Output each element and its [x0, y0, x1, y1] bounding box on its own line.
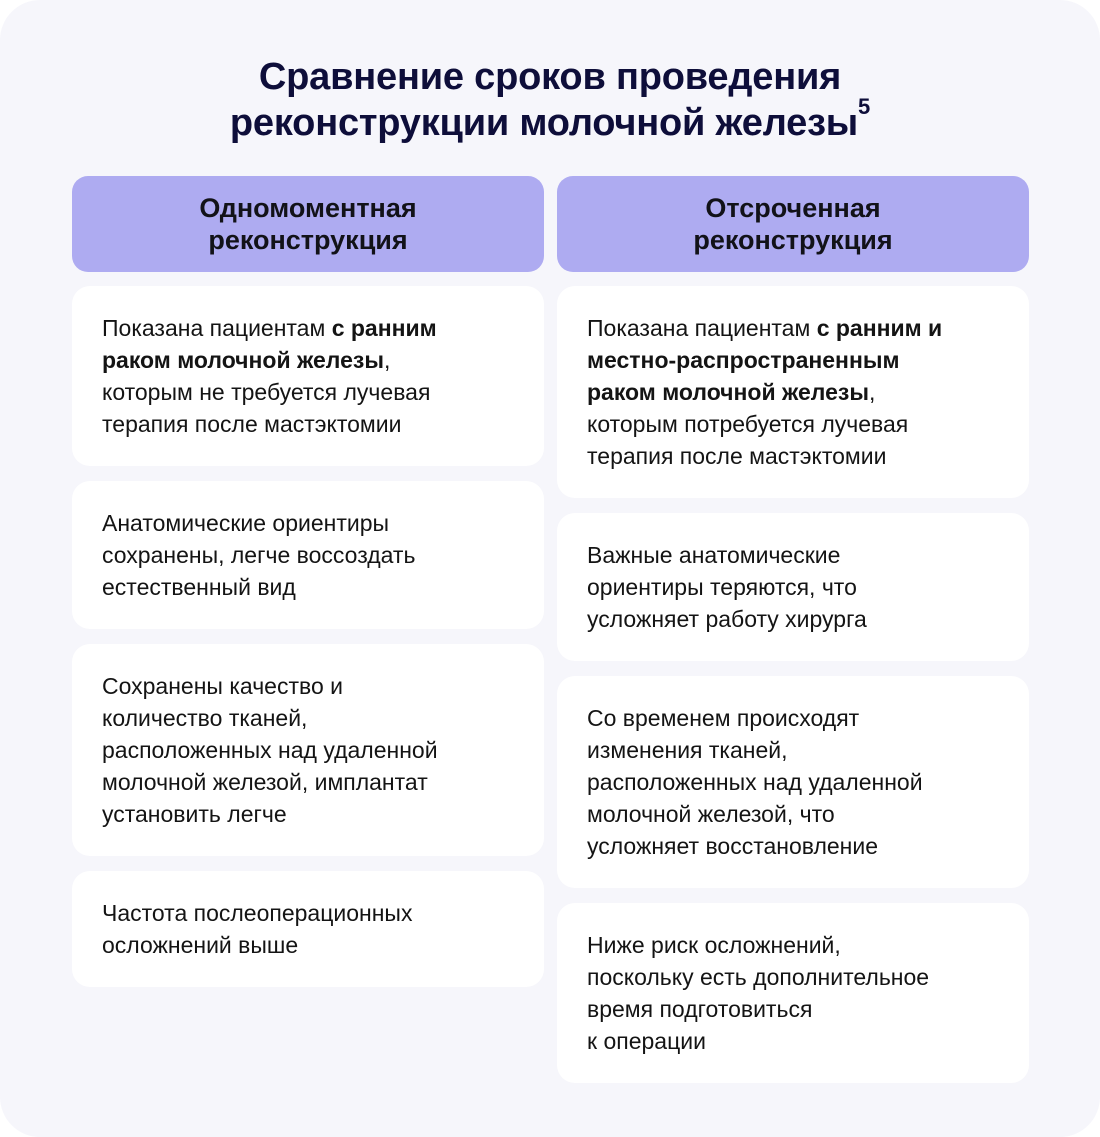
card-delayed-complications: Ниже риск осложнений, поскольку есть доп…: [557, 903, 1029, 1083]
card-text: , которым не требуется лучевая терапия п…: [102, 347, 431, 437]
card-text: Показана пациентам: [102, 315, 332, 341]
card-text: , которым потребуется лучевая терапия по…: [587, 379, 909, 469]
column-header-label: Отсроченная реконструкция: [693, 193, 893, 255]
card-text: Сохранены качество и количество тканей, …: [102, 673, 438, 827]
column-header-label: Одномоментная реконструкция: [199, 193, 417, 255]
card-text: Показана пациентам: [587, 315, 817, 341]
card-immediate-tissue: Сохранены качество и количество тканей, …: [72, 644, 544, 856]
card-text: Ниже риск осложнений, поскольку есть доп…: [587, 932, 930, 1054]
card-delayed-tissue: Со временем происходят изменения тканей,…: [557, 676, 1029, 888]
title-line-2: реконструкции молочной железы5: [229, 94, 871, 145]
card-text-bold: с ранним раком молочной железы: [102, 315, 437, 373]
card-immediate-complications: Частота послеоперационных осложнений выш…: [72, 871, 544, 987]
card-immediate-indication: Показана пациентам с ранним раком молочн…: [72, 286, 544, 466]
card-text: Анатомические ориентиры сохранены, легче…: [102, 510, 416, 600]
card-immediate-landmarks: Анатомические ориентиры сохранены, легче…: [72, 481, 544, 629]
column-header-immediate: Одномоментная реконструкция: [72, 176, 544, 272]
card-text: Важные анатомические ориентиры теряются,…: [587, 542, 867, 632]
card-text: Частота послеоперационных осложнений выш…: [102, 900, 413, 958]
card-text-bold: с ранним и местно-распространенным раком…: [587, 315, 943, 405]
column-header-delayed: Отсроченная реконструкция: [557, 176, 1029, 272]
footnote-marker: 5: [858, 94, 871, 119]
title-line-1: Сравнение сроков проведения: [258, 56, 842, 98]
card-delayed-indication: Показана пациентам с ранним и местно-рас…: [557, 286, 1029, 498]
card-text: Со временем происходят изменения тканей,…: [587, 705, 923, 859]
page-title: Сравнение сроков проведения реконструкци…: [0, 54, 1100, 146]
card-delayed-landmarks: Важные анатомические ориентиры теряются,…: [557, 513, 1029, 661]
